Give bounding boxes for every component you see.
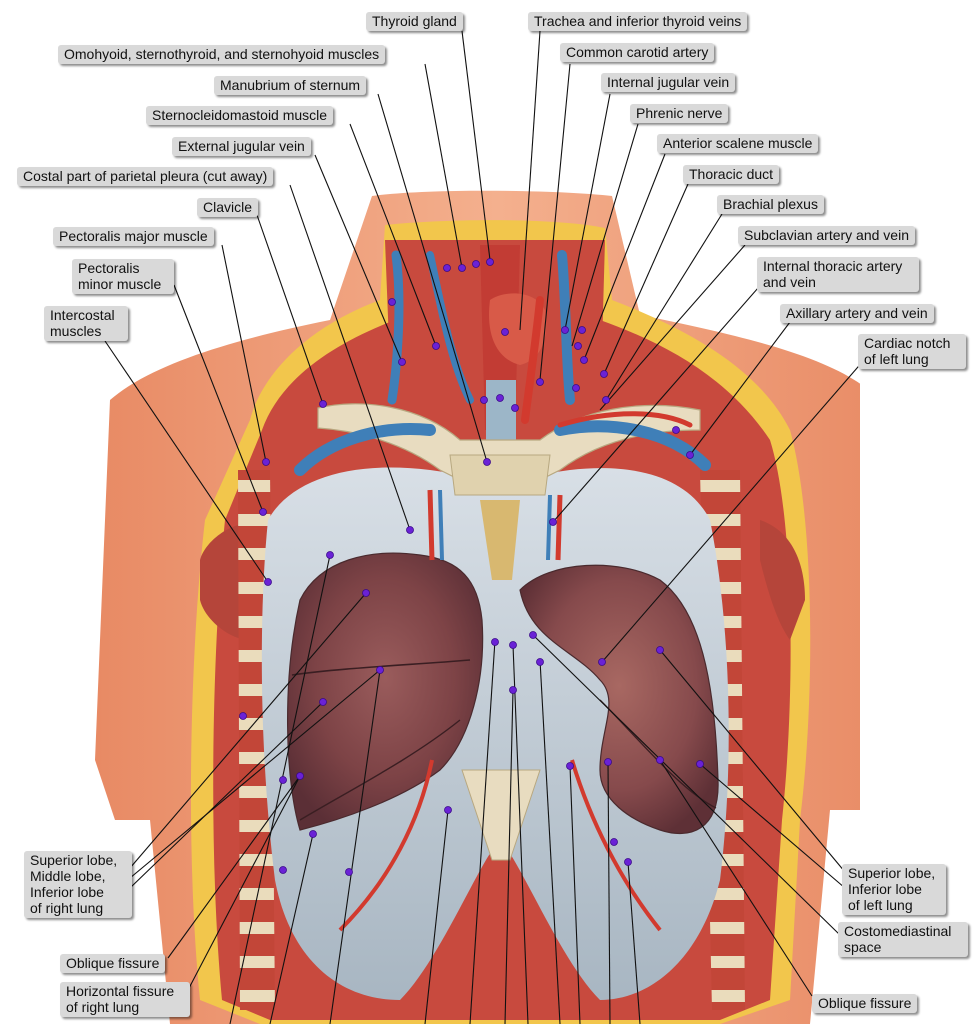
label-horizontal-fissure-line1: Horizontal fissure (66, 983, 175, 999)
neck-structures (385, 240, 605, 450)
label-external-jugular-vein: External jugular vein (172, 137, 311, 156)
label-clavicle: Clavicle (197, 198, 259, 217)
label-thyroid-gland: Thyroid gland (366, 12, 463, 31)
label-horizontal-fissure-right-lung: Horizontal fissure of right lung (60, 982, 190, 1017)
label-costal-parietal-pleura: Costal part of parietal pleura (cut away… (17, 167, 274, 186)
label-pectoralis-minor-line2: minor muscle (78, 276, 162, 292)
label-pectoralis-minor-line1: Pectoralis (78, 260, 140, 276)
label-common-carotid-artery: Common carotid artery (560, 43, 715, 62)
label-internal-thoracic-line1: Internal thoracic artery (763, 258, 903, 274)
leader-lines (104, 30, 865, 1024)
label-horizontal-fissure-line2: of right lung (66, 999, 140, 1015)
label-infrahyoid-muscles: Omohyoid, sternothyroid, and sternohyoid… (58, 45, 386, 64)
label-right-lung-lobes-line1: Superior lobe, (30, 852, 118, 868)
label-right-lung-lobes-line3: Inferior lobe (30, 884, 104, 900)
label-internal-thoracic-artery-vein: Internal thoracic artery and vein (757, 257, 919, 292)
label-costomediastinal-space: Costomediastinal space (838, 922, 968, 957)
label-costomediastinal-line1: Costomediastinal (844, 923, 952, 939)
label-oblique-fissure-right: Oblique fissure (60, 954, 166, 973)
label-axillary-artery-vein: Axillary artery and vein (780, 304, 934, 323)
label-left-lung-lobes-line3: of left lung (848, 897, 913, 913)
label-pectoralis-major-muscle: Pectoralis major muscle (53, 227, 214, 246)
label-subclavian-artery-vein: Subclavian artery and vein (738, 226, 915, 245)
label-sternocleidomastoid-muscle: Sternocleidomastoid muscle (146, 106, 334, 125)
label-left-lung-lobes: Superior lobe, Inferior lobe of left lun… (842, 864, 946, 915)
label-cardiac-notch-left-lung: Cardiac notch of left lung (858, 334, 966, 369)
label-internal-thoracic-line2: and vein (763, 274, 816, 290)
label-brachial-plexus: Brachial plexus (717, 195, 824, 214)
label-oblique-fissure-left: Oblique fissure (812, 994, 918, 1013)
label-left-lung-lobes-line2: Inferior lobe (848, 881, 922, 897)
label-left-lung-lobes-line1: Superior lobe, (848, 865, 936, 881)
label-right-lung-lobes-line2: Middle lobe, (30, 868, 106, 884)
label-intercostal-line2: muscles (50, 323, 102, 339)
label-intercostal-muscles: Intercostal muscles (44, 306, 128, 341)
label-anterior-scalene-muscle: Anterior scalene muscle (657, 134, 819, 153)
label-right-lung-lobes-line4: of right lung (30, 900, 104, 916)
label-cardiac-notch-line2: of left lung (864, 351, 929, 367)
label-costomediastinal-line2: space (844, 939, 882, 955)
label-right-lung-lobes: Superior lobe, Middle lobe, Inferior lob… (24, 851, 132, 918)
label-cardiac-notch-line1: Cardiac notch (864, 335, 951, 351)
label-thoracic-duct: Thoracic duct (683, 165, 780, 184)
label-trachea-inferior-thyroid-veins: Trachea and inferior thyroid veins (528, 12, 748, 31)
label-phrenic-nerve: Phrenic nerve (630, 104, 729, 123)
marker-pins (239, 258, 704, 876)
label-manubrium-of-sternum: Manubrium of sternum (214, 76, 367, 95)
label-internal-jugular-vein: Internal jugular vein (601, 73, 736, 92)
label-intercostal-line1: Intercostal (50, 307, 115, 323)
mediastinum (461, 500, 541, 861)
label-pectoralis-minor-muscle: Pectoralis minor muscle (72, 259, 174, 294)
